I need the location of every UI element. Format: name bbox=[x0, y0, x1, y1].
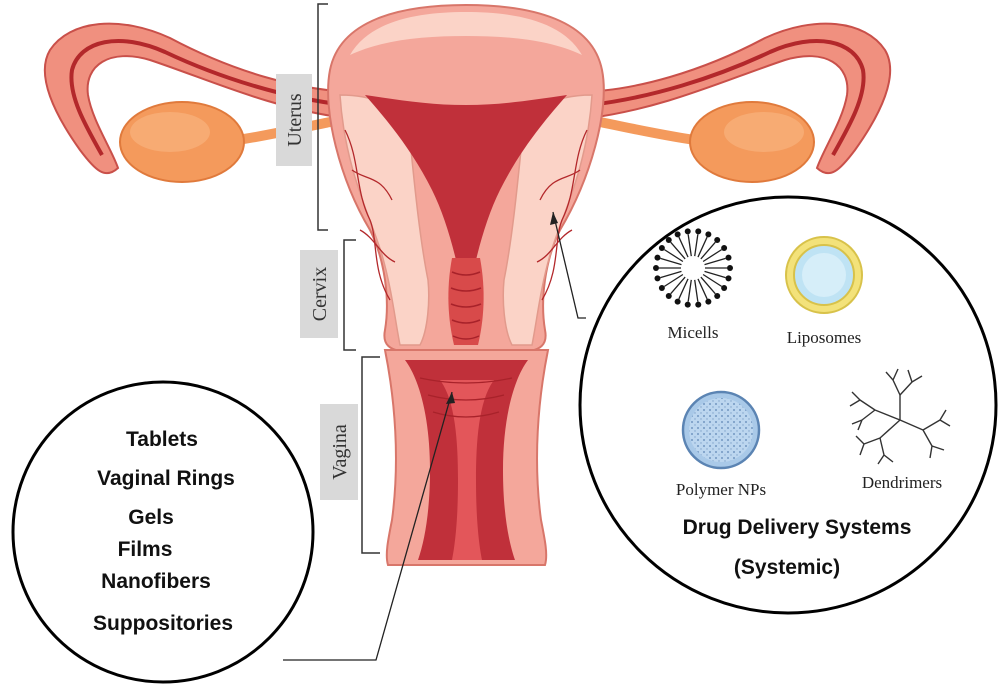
uterus-region: Uterus bbox=[276, 3, 328, 231]
micelle-head bbox=[665, 292, 672, 299]
dendrimer-label: Dendrimers bbox=[862, 473, 942, 492]
polymer-np-icon bbox=[681, 390, 761, 470]
uterus-highlight bbox=[350, 12, 582, 55]
vaginal-rugae bbox=[419, 377, 513, 418]
liposome-label: Liposomes bbox=[787, 328, 862, 347]
micelle-chain bbox=[702, 249, 722, 263]
blood-vessels bbox=[344, 129, 588, 301]
micelle-chain bbox=[697, 236, 708, 258]
micelle-head bbox=[654, 254, 661, 261]
micelle-head bbox=[714, 292, 721, 299]
dds-subtitle: (Systemic) bbox=[734, 556, 840, 579]
micelle-head bbox=[658, 285, 665, 292]
micelle-chain bbox=[670, 241, 686, 260]
micelle-head bbox=[658, 244, 665, 251]
micelle-head bbox=[654, 275, 661, 282]
local-form-item: Films bbox=[118, 538, 173, 561]
micelle-head bbox=[721, 285, 728, 292]
cervical-canal bbox=[448, 258, 484, 345]
polymer-np-label: Polymer NPs bbox=[676, 480, 766, 499]
left-tube-inner bbox=[69, 39, 346, 156]
local-form-item: Tablets bbox=[126, 428, 198, 451]
uterus-label: Uterus bbox=[284, 93, 306, 147]
micelle-head bbox=[714, 237, 721, 244]
left-ovary-highlight bbox=[130, 112, 210, 152]
right-ovary-highlight bbox=[724, 112, 804, 152]
local-forms-circle bbox=[11, 380, 315, 684]
arrowhead bbox=[446, 392, 455, 404]
local-form-item: Vaginal Rings bbox=[97, 467, 235, 490]
right-tube-inner bbox=[589, 39, 866, 156]
micelle-head bbox=[721, 244, 728, 251]
micelle-chain bbox=[670, 276, 686, 295]
uterus-label-box bbox=[276, 74, 312, 166]
micelle-head bbox=[684, 301, 691, 308]
vagina-region: Vagina bbox=[320, 356, 380, 554]
micelle-chain bbox=[678, 236, 689, 258]
uterus-anatomy bbox=[43, 3, 892, 566]
micelle-chain bbox=[704, 270, 726, 279]
cervix-label-box bbox=[300, 250, 338, 338]
micelle-head bbox=[705, 231, 712, 238]
dds-circle bbox=[578, 195, 998, 615]
dendrimer-icon bbox=[849, 368, 951, 465]
micelle-chain bbox=[687, 234, 692, 257]
dds-pointer bbox=[550, 211, 586, 319]
micelle-head bbox=[674, 298, 681, 305]
dds-title: Drug Delivery Systems bbox=[683, 516, 912, 539]
micelle-head bbox=[705, 298, 712, 305]
cervix-bracket bbox=[343, 239, 356, 351]
micelle-chain bbox=[660, 270, 682, 279]
micelle-chain bbox=[694, 234, 699, 257]
vagina-label: Vagina bbox=[329, 424, 351, 480]
micelle-head bbox=[725, 275, 732, 282]
vagina-bracket bbox=[361, 356, 380, 554]
micelle-head bbox=[653, 265, 659, 271]
uterus-bracket bbox=[317, 3, 328, 231]
uterine-cavity bbox=[365, 95, 567, 260]
vagina-inner bbox=[440, 380, 494, 560]
micelle-head bbox=[695, 301, 702, 308]
micelle-head bbox=[684, 228, 691, 235]
micelle-icon bbox=[653, 228, 733, 308]
micelle-head bbox=[725, 254, 732, 261]
micelle-chain bbox=[697, 278, 708, 300]
micelle-chain bbox=[687, 279, 692, 302]
micelle-chain bbox=[700, 241, 716, 260]
local-forms-pointer bbox=[283, 391, 455, 661]
micelle-head bbox=[727, 265, 733, 271]
drug-delivery-panel: Micells Liposomes Polymer NPs Dendrimers… bbox=[578, 195, 998, 615]
micelle-chain bbox=[704, 257, 726, 266]
local-form-item: Nanofibers bbox=[101, 570, 211, 593]
micelle-chain bbox=[700, 276, 716, 295]
micelle-chain bbox=[660, 257, 682, 266]
local-form-item: Suppositories bbox=[93, 612, 233, 635]
micelle-chain bbox=[694, 279, 699, 302]
micelle-chain bbox=[664, 273, 684, 287]
right-ovarian-ligament bbox=[595, 117, 700, 145]
cervix-region: Cervix bbox=[300, 239, 356, 351]
local-dosage-forms-panel: Tablets Vaginal Rings Gels Films Nanofib… bbox=[11, 380, 315, 684]
vagina-label-box bbox=[320, 404, 358, 500]
cervical-folds bbox=[450, 271, 482, 340]
arrowhead bbox=[550, 212, 558, 225]
liposome-icon bbox=[785, 236, 863, 314]
micelle-head bbox=[695, 228, 702, 235]
micelle-chain bbox=[702, 273, 722, 287]
micelle-label: Micells bbox=[668, 323, 719, 342]
micelle-chain bbox=[664, 249, 684, 263]
micelle-head bbox=[674, 231, 681, 238]
local-form-item: Gels bbox=[128, 506, 174, 529]
cervix-label: Cervix bbox=[309, 267, 331, 321]
micelle-head bbox=[665, 237, 672, 244]
micelle-chain bbox=[678, 278, 689, 300]
